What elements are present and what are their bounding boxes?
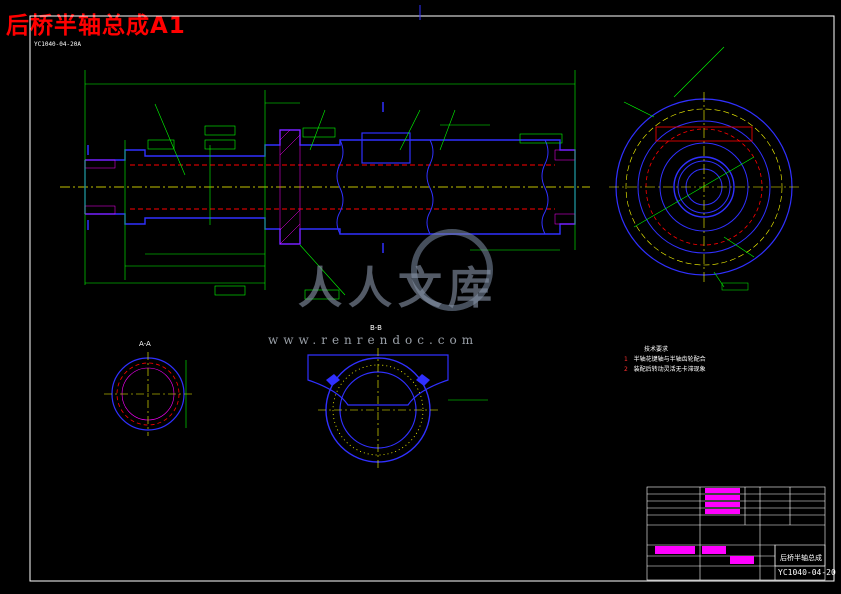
section-a-a [104, 352, 192, 436]
sheet-border [29, 15, 835, 582]
watermark-url: www.renrendoc.com [268, 333, 479, 347]
technical-notes: 技术要求 1 半轴花键轴与半轴齿轮配合 2 装配后转动灵活无卡滞现象 [624, 345, 706, 375]
title-block-hatch [655, 546, 754, 564]
title-block-parts [705, 488, 740, 514]
drawing-title: 后桥半轴总成A1 [6, 13, 186, 39]
drawing-code: YC1040-04-20 [778, 568, 836, 577]
section-b-b [307, 348, 488, 470]
drawing-name: 后桥半轴总成 [780, 554, 822, 562]
section-label-a: A-A [139, 340, 151, 348]
note-item: 2 装配后转动灵活无卡滞现象 [624, 366, 706, 373]
shaft-front-view [60, 70, 590, 300]
note-item: 1 半轴花键轴与半轴齿轮配合 [624, 356, 706, 363]
watermark-logo [411, 229, 493, 311]
watermark-brand: 人人文库 [298, 263, 498, 314]
end-view [609, 46, 799, 291]
top-note: YC1040-04-20A [34, 41, 81, 48]
title-block [646, 486, 826, 581]
section-label-b: B-B [370, 324, 382, 332]
notes-heading: 技术要求 [644, 346, 669, 353]
